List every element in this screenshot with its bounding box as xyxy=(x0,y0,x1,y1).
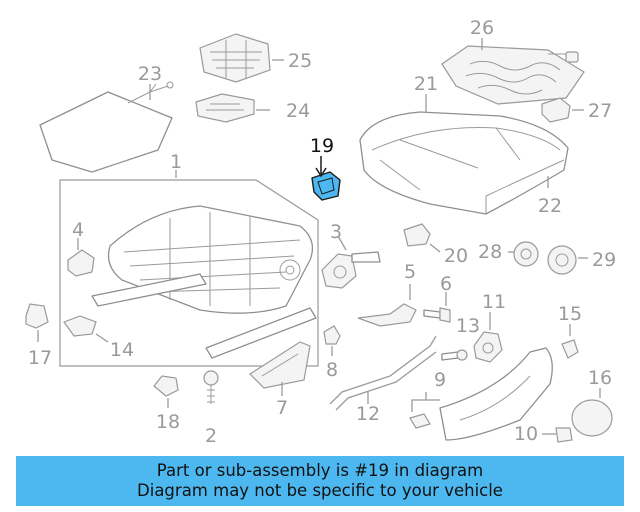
callout-27: 27 xyxy=(588,100,612,122)
part-7-trim xyxy=(249,341,311,396)
part-24-control-unit xyxy=(195,93,270,123)
callout-9: 9 xyxy=(434,369,446,391)
part-23-panel xyxy=(39,81,174,173)
part-17-clip xyxy=(25,303,49,342)
part-28-knob xyxy=(508,241,539,267)
part-19-bracket xyxy=(311,156,341,201)
part-6-bolt xyxy=(423,292,451,323)
callout-25: 25 xyxy=(288,50,312,72)
callout-23: 23 xyxy=(138,63,162,85)
callout-11: 11 xyxy=(482,291,506,313)
callout-5: 5 xyxy=(404,261,416,283)
callout-14: 14 xyxy=(110,339,134,361)
part-1-frame xyxy=(59,170,319,367)
banner-line-disclaimer: Diagram may not be specific to your vehi… xyxy=(137,481,503,500)
callout-13: 13 xyxy=(456,315,480,337)
callout-29: 29 xyxy=(592,249,616,271)
part-29-knob xyxy=(547,245,588,275)
part-8-bracket xyxy=(323,325,341,356)
callout-21: 21 xyxy=(414,73,438,95)
info-banner: Part or sub-assembly is #19 in diagram D… xyxy=(16,456,624,506)
part-11-plate xyxy=(473,312,503,363)
part-15-clip xyxy=(561,324,579,359)
part-12-rod xyxy=(329,335,437,411)
callout-26: 26 xyxy=(470,17,494,39)
callout-7: 7 xyxy=(276,397,288,419)
part-18-clip xyxy=(153,375,179,408)
parts-diagram: 1 2 3 4 5 6 7 8 9 10 11 12 13 14 15 16 1… xyxy=(25,17,616,447)
part-16-cap xyxy=(571,388,613,437)
part-5-lever xyxy=(357,284,417,327)
part-26-heater xyxy=(441,38,585,105)
callout-28: 28 xyxy=(478,241,502,263)
callout-6: 6 xyxy=(440,273,452,295)
callout-19: 19 xyxy=(310,135,334,157)
callout-3: 3 xyxy=(330,221,342,243)
part-25-module xyxy=(199,33,284,83)
part-20-pad xyxy=(403,223,441,253)
part-3-gear xyxy=(321,235,381,289)
callout-1: 1 xyxy=(170,151,182,173)
part-27-connector xyxy=(541,97,584,123)
callout-10: 10 xyxy=(514,423,538,445)
part-2-screw xyxy=(203,370,219,404)
part-10-bolt xyxy=(542,427,573,443)
part-21-cushion xyxy=(359,94,569,215)
callout-12: 12 xyxy=(356,403,380,425)
callout-18: 18 xyxy=(156,411,180,433)
callout-2: 2 xyxy=(205,425,217,447)
banner-line-part: Part or sub-assembly is #19 in diagram xyxy=(156,461,484,480)
part-14-cover xyxy=(63,315,109,343)
callout-15: 15 xyxy=(558,303,582,325)
callout-20: 20 xyxy=(444,245,468,267)
callout-16: 16 xyxy=(588,367,612,389)
part-13-bolt xyxy=(441,349,468,361)
part-19-highlight xyxy=(311,171,341,201)
callout-17: 17 xyxy=(28,347,52,369)
callout-24: 24 xyxy=(286,100,310,122)
part-4-bracket xyxy=(67,238,95,277)
callout-8: 8 xyxy=(326,359,338,381)
part-9-trim xyxy=(409,347,553,441)
callout-22: 22 xyxy=(538,195,562,217)
callout-4: 4 xyxy=(72,219,84,241)
